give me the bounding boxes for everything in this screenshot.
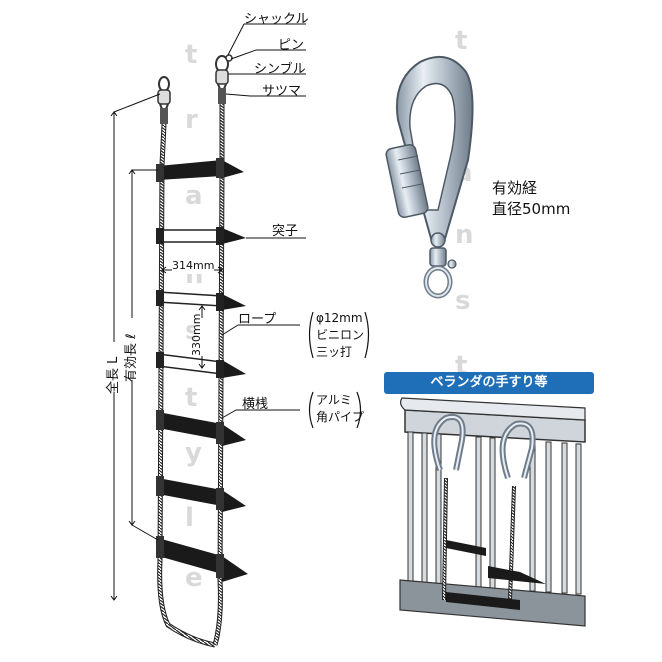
rung-spec-shape: 角パイプ (316, 410, 365, 424)
right-shackle-icon (215, 54, 233, 104)
hook-spec-line2: 直径50mm (492, 200, 571, 218)
hook-spec-line1: 有効経 (492, 179, 538, 197)
rung (156, 476, 246, 512)
watermark-letter: l (185, 503, 194, 533)
hook-spec: 有効経 直径50mm (492, 178, 570, 220)
rope-spec: φ12mm ビニロン 三ッ打 (316, 310, 364, 361)
label-shackle: シャックル (244, 12, 309, 27)
watermark-letter: r (185, 105, 198, 135)
rope-spec-diameter: φ12mm (316, 311, 363, 325)
label-pin: ピン (278, 38, 305, 53)
label-rung: 横桟 (242, 397, 269, 412)
label-tsukiko: 突子 (272, 224, 299, 239)
rung (156, 290, 246, 311)
watermark-letter: t (455, 26, 468, 56)
watermark-letter: s (455, 286, 471, 316)
left-shackle-icon (157, 76, 171, 124)
rung-spec-material: アルミ (316, 393, 352, 407)
rung (156, 536, 248, 582)
label-total-length: 全長 L (106, 356, 121, 394)
label-thimble: シンブル (254, 62, 306, 77)
snap-hook-icon (385, 55, 474, 299)
watermark-letter: n (455, 220, 474, 250)
rung-spec: アルミ 角パイプ (316, 392, 364, 426)
watermark-letter: y (185, 438, 202, 468)
label-pitch: 330mm (190, 313, 203, 356)
watermark-letter: t (185, 40, 198, 70)
label-effective-length: 有効長 ℓ (124, 333, 139, 382)
rung (156, 352, 246, 378)
rope-spec-material: ビニロン (316, 328, 365, 342)
watermark-letter: t (185, 383, 198, 413)
label-rope: ロープ (238, 312, 277, 327)
rung (156, 158, 244, 182)
rung (156, 227, 246, 245)
balcony-title: ベランダの手すり等 (384, 372, 594, 394)
rope-spec-twist: 三ッ打 (316, 345, 353, 359)
watermark-letter: e (185, 563, 203, 593)
balcony-illustration (398, 396, 588, 627)
rung (156, 410, 246, 446)
label-satsuma: サツマ (262, 84, 302, 99)
label-width: 314mm (172, 259, 215, 272)
watermark-letter: a (185, 181, 203, 211)
